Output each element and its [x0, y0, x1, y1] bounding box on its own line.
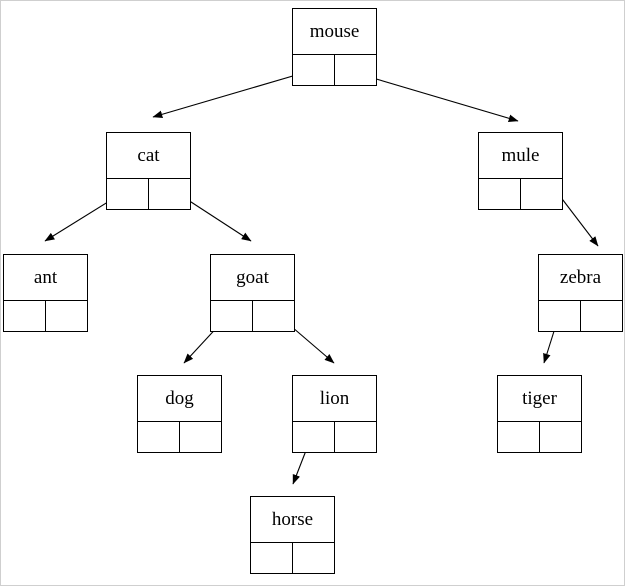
node-pointers-zebra	[539, 301, 622, 331]
node-pointers-mule	[479, 179, 562, 209]
node-right-pointer-tiger[interactable]	[540, 422, 582, 452]
node-pointers-cat	[107, 179, 190, 209]
node-pointers-dog	[138, 422, 221, 452]
node-left-pointer-cat[interactable]	[107, 179, 149, 209]
tree-edge-mouse-left-cat	[152, 72, 304, 119]
tree-node-zebra[interactable]: zebra	[538, 254, 623, 332]
node-left-pointer-mouse[interactable]	[293, 55, 335, 85]
node-left-pointer-horse[interactable]	[251, 543, 293, 573]
node-pointers-ant	[4, 301, 87, 331]
node-left-pointer-dog[interactable]	[138, 422, 180, 452]
node-left-pointer-tiger[interactable]	[498, 422, 540, 452]
tree-node-mouse[interactable]: mouse	[292, 8, 377, 86]
node-pointers-mouse	[293, 55, 376, 85]
node-pointers-tiger	[498, 422, 581, 452]
node-left-pointer-zebra[interactable]	[539, 301, 581, 331]
node-right-pointer-mule[interactable]	[521, 179, 563, 209]
node-right-pointer-horse[interactable]	[293, 543, 335, 573]
node-right-pointer-cat[interactable]	[149, 179, 191, 209]
tree-edge-mouse-right-mule	[355, 72, 519, 123]
tree-node-lion[interactable]: lion	[292, 375, 377, 453]
tree-node-horse[interactable]: horse	[250, 496, 335, 574]
node-label-goat: goat	[211, 255, 294, 301]
node-left-pointer-goat[interactable]	[211, 301, 253, 331]
node-right-pointer-ant[interactable]	[46, 301, 88, 331]
node-pointers-horse	[251, 543, 334, 573]
node-right-pointer-goat[interactable]	[253, 301, 295, 331]
node-label-mouse: mouse	[293, 9, 376, 55]
tree-node-cat[interactable]: cat	[106, 132, 191, 210]
node-left-pointer-mule[interactable]	[479, 179, 521, 209]
tree-node-tiger[interactable]: tiger	[497, 375, 582, 453]
node-right-pointer-mouse[interactable]	[335, 55, 377, 85]
tree-node-goat[interactable]: goat	[210, 254, 295, 332]
node-label-horse: horse	[251, 497, 334, 543]
node-pointers-lion	[293, 422, 376, 452]
node-right-pointer-dog[interactable]	[180, 422, 222, 452]
node-label-ant: ant	[4, 255, 87, 301]
tree-node-dog[interactable]: dog	[137, 375, 222, 453]
node-right-pointer-lion[interactable]	[335, 422, 377, 452]
node-label-mule: mule	[479, 133, 562, 179]
node-label-zebra: zebra	[539, 255, 622, 301]
tree-node-ant[interactable]: ant	[3, 254, 88, 332]
node-pointers-goat	[211, 301, 294, 331]
node-label-tiger: tiger	[498, 376, 581, 422]
node-label-lion: lion	[293, 376, 376, 422]
tree-node-mule[interactable]: mule	[478, 132, 563, 210]
node-label-dog: dog	[138, 376, 221, 422]
node-left-pointer-ant[interactable]	[4, 301, 46, 331]
node-left-pointer-lion[interactable]	[293, 422, 335, 452]
node-right-pointer-zebra[interactable]	[581, 301, 623, 331]
node-label-cat: cat	[107, 133, 190, 179]
